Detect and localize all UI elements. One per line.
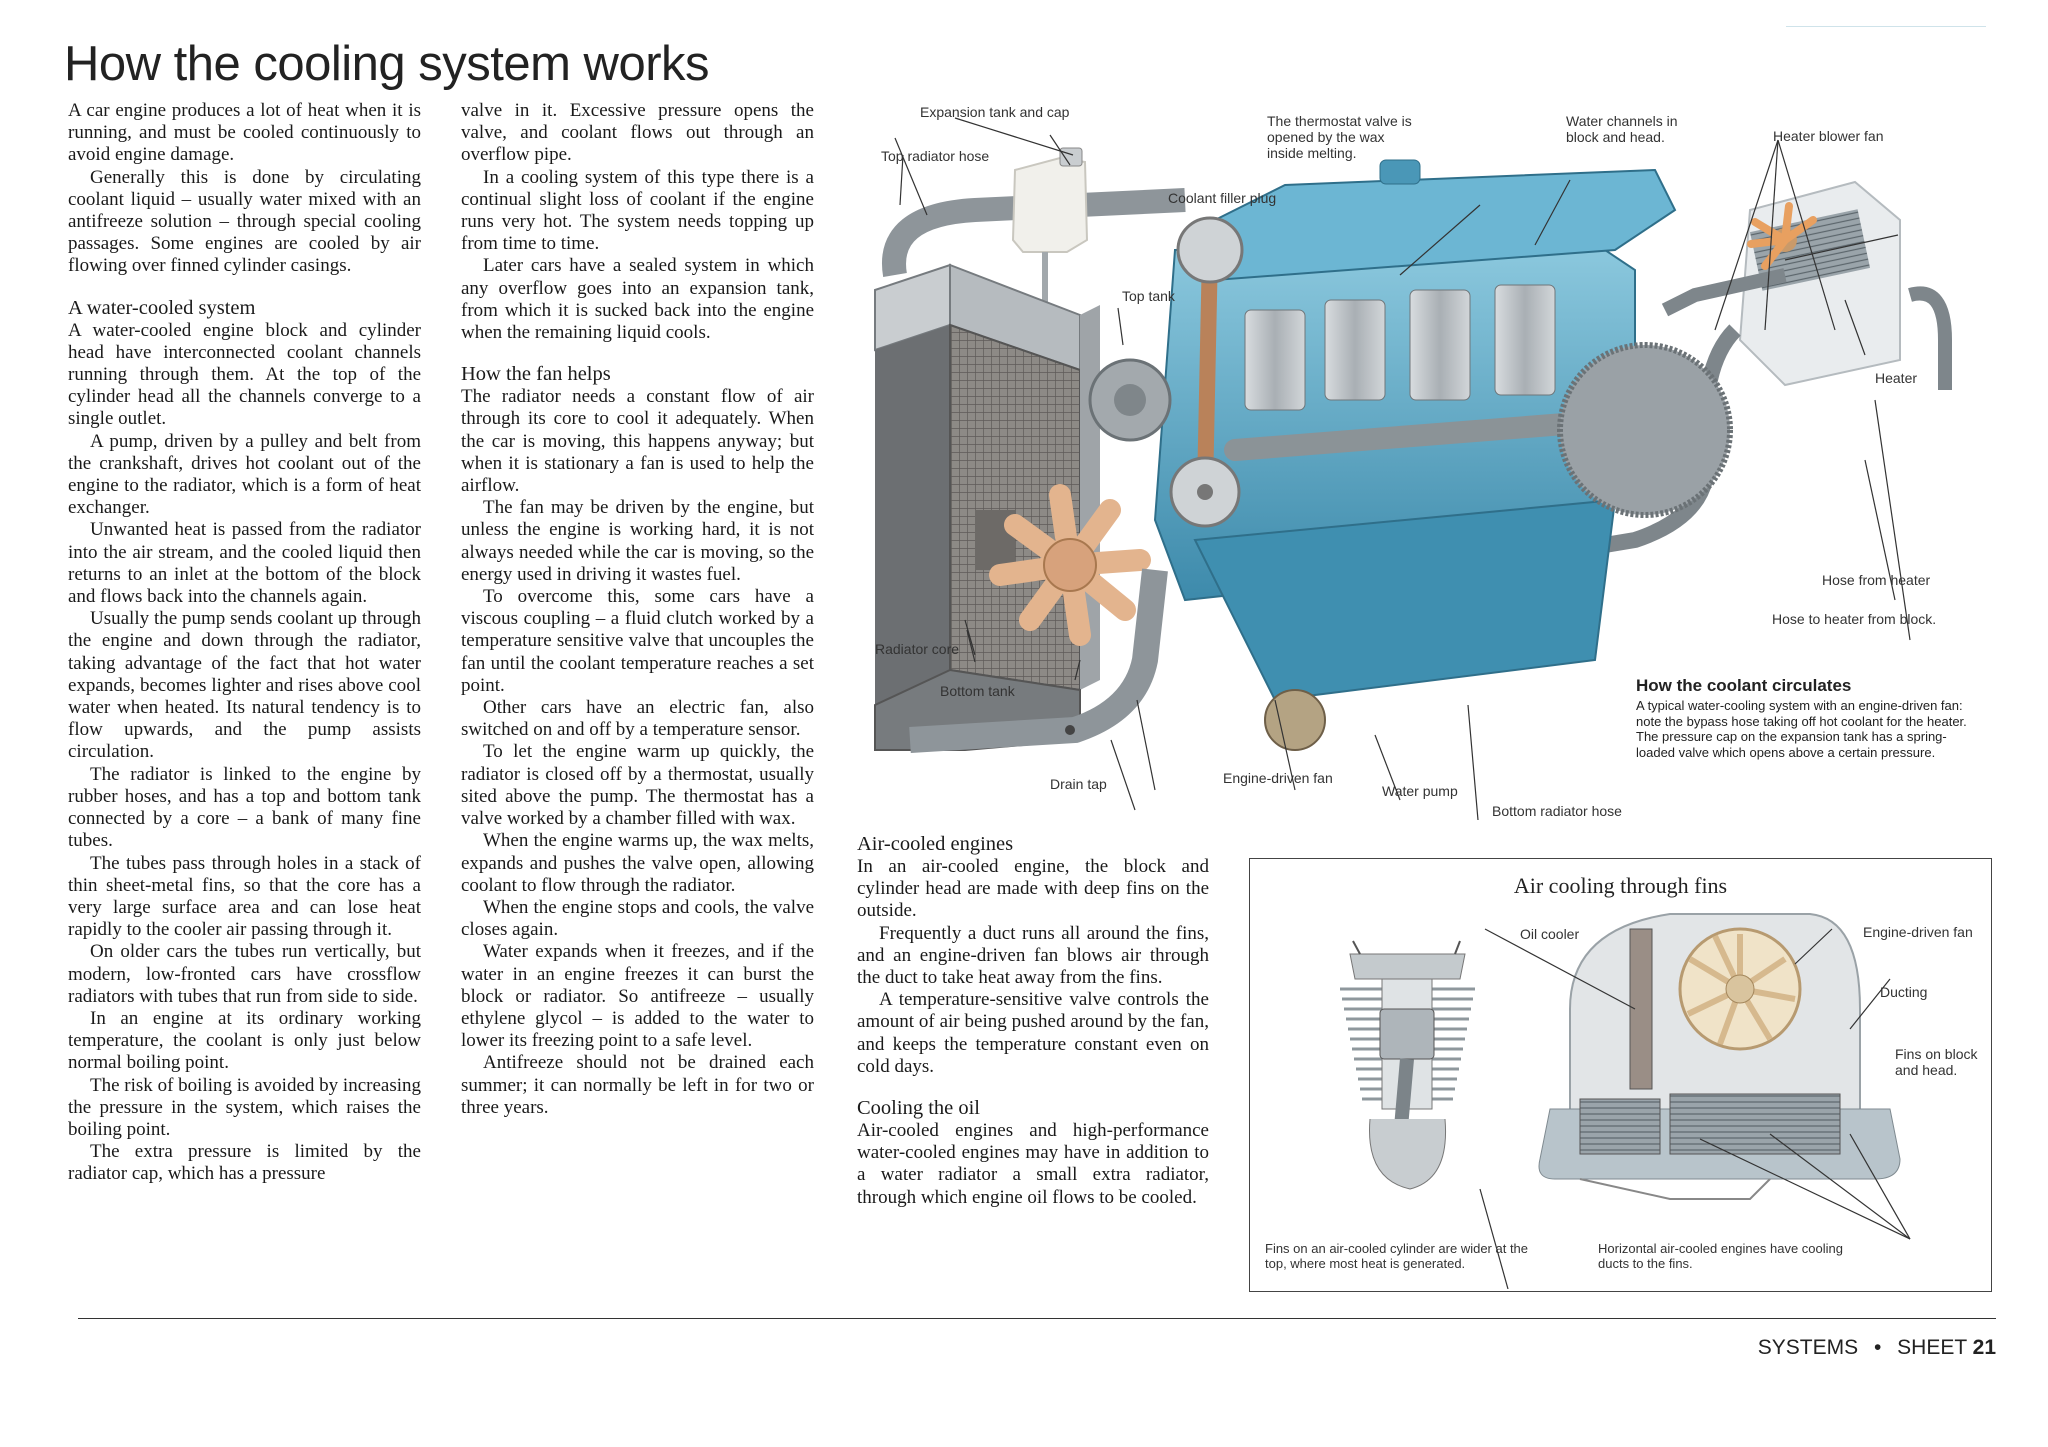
paragraph: A pump, driven by a pulley and belt from…	[68, 430, 421, 519]
engine-illustration	[874, 117, 1952, 821]
label-bottom-tank: Bottom tank	[940, 683, 1015, 699]
paragraph: Generally this is done by circulating co…	[68, 166, 421, 277]
caption-title: How the coolant circulates	[1636, 676, 1852, 695]
label-top-tank: Top tank	[1122, 288, 1175, 304]
paragraph: Later cars have a sealed system in which…	[461, 255, 814, 344]
label-heater: Heater	[1875, 370, 1918, 386]
label-hose-from-heater: Hose from heater	[1822, 572, 1931, 588]
page-footer: SYSTEMS • SHEET 21	[1758, 1336, 1996, 1360]
cooling-system-diagram: Expansion tank and cap Top radiator hose…	[855, 100, 2045, 821]
label-top-hose: Top radiator hose	[881, 148, 990, 164]
finned-cylinder	[1340, 940, 1475, 1190]
paragraph: The radiator is linked to the engine by …	[68, 763, 421, 852]
section-heading: A water-cooled system	[68, 296, 256, 319]
label-expansion-tank: Expansion tank and cap	[920, 104, 1070, 120]
paragraph: To overcome this, some cars have a visco…	[461, 586, 814, 696]
paragraph: The fan may be driven by the engine, but…	[461, 497, 814, 585]
paragraph: Usually the pump sends coolant up throug…	[68, 608, 421, 763]
caption-right: Horizontal air-cooled engines have cooli…	[1598, 1241, 1843, 1271]
paragraph: Antifreeze should not be drained each su…	[461, 1052, 814, 1118]
engine-block	[1153, 159, 1733, 702]
horizontal-air-cooled-engine	[1538, 913, 1901, 1200]
text-column-3: Air-cooled engines In an air-cooled engi…	[857, 832, 1209, 1209]
paragraph: Other cars have an electric fan, also sw…	[461, 697, 814, 741]
paragraph: The radiator needs a constant flow of ai…	[461, 386, 814, 497]
paragraph: In an engine at its ordinary working tem…	[68, 1007, 421, 1074]
paragraph: Frequently a duct runs all around the fi…	[857, 922, 1209, 989]
air-cooling-panel: Air cooling through fins	[1249, 858, 1992, 1292]
panel-title: Air cooling through fins	[1513, 873, 1728, 898]
label-drain-tap: Drain tap	[1050, 776, 1107, 792]
paragraph: In an air-cooled engine, the block and c…	[857, 856, 1209, 922]
label-fan: Engine-driven fan	[1223, 770, 1333, 786]
page-title: How the cooling system works	[64, 37, 710, 91]
section-heading: Cooling the oil	[857, 1097, 980, 1120]
footer-bullet: •	[1873, 1336, 1882, 1359]
paragraph: A car engine produces a lot of heat when…	[68, 100, 421, 166]
paragraph: Air-cooled engines and high-performance …	[857, 1120, 1209, 1208]
paragraph: The tubes pass through holes in a stack …	[68, 852, 421, 941]
label-ducting: Ducting	[1880, 984, 1928, 1000]
paragraph: A temperature-sensitive valve controls t…	[857, 989, 1209, 1077]
paragraph: To let the engine warm up quickly, the r…	[461, 741, 814, 830]
label-hose-to-heater: Hose to heater from block.	[1772, 611, 1937, 627]
text-column-2: valve in it. Excessive pressure opens th…	[461, 100, 814, 1119]
label-thermostat: The thermostat valve is opened by the wa…	[1267, 113, 1412, 161]
section-heading: Air-cooled engines	[857, 833, 1014, 855]
paragraph: When the engine warms up, the wax melts,…	[461, 830, 814, 896]
footer-sheet: SHEET	[1897, 1336, 1967, 1359]
label-radiator-core: Radiator core	[875, 641, 960, 657]
bottom-rule	[78, 1318, 1996, 1319]
text-column-1: A car engine produces a lot of heat when…	[68, 100, 421, 1186]
caption-left: Fins on an air-cooled cylinder are wider…	[1265, 1241, 1529, 1271]
air-cooling-illustration	[1340, 913, 1911, 1289]
paragraph: The extra pressure is limited by the rad…	[68, 1141, 421, 1185]
paragraph: Water expands when it freezes, and if th…	[461, 941, 814, 1052]
page-number: 21	[1972, 1336, 1996, 1359]
engine-driven-fan	[989, 484, 1151, 646]
paragraph: valve in it. Excessive pressure opens th…	[461, 100, 814, 166]
footer-section: SYSTEMS	[1757, 1336, 1859, 1359]
top-decorative-rule	[1786, 26, 1986, 27]
label-heater-fan: Heater blower fan	[1773, 128, 1884, 144]
caption-text: A typical water-cooling system with an e…	[1636, 698, 1967, 760]
paragraph: Unwanted heat is passed from the radiato…	[68, 519, 421, 608]
heater-blower-fan	[1747, 202, 1817, 270]
paragraph: The risk of boiling is avoided by increa…	[68, 1074, 421, 1140]
paragraph: When the engine stops and cools, the val…	[461, 896, 814, 941]
label-water-channels: Water channels in block and head.	[1566, 113, 1678, 145]
diagram-caption: How the coolant circulates A typical wat…	[1636, 676, 1981, 760]
label-air-fan: Engine-driven fan	[1863, 924, 1973, 940]
paragraph: A water-cooled engine block and cylinder…	[68, 319, 421, 430]
label-water-pump: Water pump	[1382, 783, 1458, 799]
label-fins: Fins on block and head.	[1895, 1046, 1978, 1078]
label-bottom-hose: Bottom radiator hose	[1492, 803, 1622, 819]
paragraph: On older cars the tubes run vertically, …	[68, 941, 421, 1007]
section-heading: How the fan helps	[461, 363, 611, 386]
paragraph: In a cooling system of this type there i…	[461, 166, 814, 255]
label-coolant-filler: Coolant filler plug	[1168, 190, 1277, 206]
label-oil-cooler: Oil cooler	[1520, 926, 1580, 942]
